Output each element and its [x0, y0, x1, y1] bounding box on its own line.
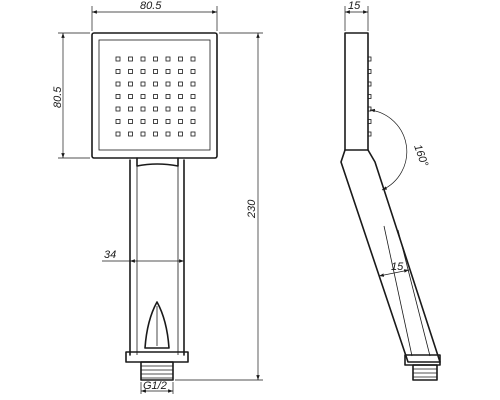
nozzle: [178, 69, 183, 74]
side-nozzle: [367, 94, 372, 99]
nozzle: [153, 119, 158, 124]
nozzle: [165, 94, 171, 99]
dim-thread: G1/2: [143, 380, 167, 392]
side-thread: [412, 364, 438, 381]
head-face: [98, 39, 211, 151]
nozzle: [140, 81, 146, 87]
nozzle: [128, 69, 133, 74]
nozzle: [153, 56, 158, 62]
nozzle: [128, 56, 133, 62]
nozzle: [165, 106, 171, 112]
nozzle: [153, 94, 158, 99]
dim-handle-thickness: 15: [391, 261, 404, 273]
nozzle: [128, 94, 133, 99]
head-outline: [91, 32, 218, 159]
nozzle: [178, 94, 183, 99]
nozzle: [153, 69, 158, 74]
nozzle: [190, 119, 196, 124]
nozzle: [140, 119, 146, 124]
nozzle: [140, 106, 146, 112]
handle-body: [129, 159, 185, 356]
nozzle: [165, 131, 171, 137]
dim-handle-width: 34: [104, 249, 116, 261]
dim-total-length: 230: [246, 199, 258, 219]
front-view: 80.5 80.5 230 34 G1/2: [52, 0, 263, 394]
handle-inner-lines: [136, 166, 179, 355]
nozzle: [128, 106, 133, 112]
nozzle: [165, 119, 171, 124]
nozzle: [140, 56, 146, 62]
nozzle: [190, 106, 196, 112]
nozzle: [153, 131, 158, 137]
side-nozzle: [367, 81, 372, 87]
nozzle: [115, 106, 121, 112]
nozzle: [128, 119, 133, 124]
nozzle: [153, 81, 158, 87]
dim-angle: 160°: [411, 143, 430, 169]
nozzle: [190, 94, 196, 99]
dim-side-thickness: 15: [348, 0, 361, 12]
nozzle: [128, 131, 133, 137]
nozzle: [140, 69, 146, 74]
side-nozzle: [367, 56, 372, 62]
dim-head-height: 80.5: [52, 86, 64, 108]
side-view: 15 160° 15: [340, 0, 441, 381]
side-nozzle: [367, 69, 372, 74]
nozzle: [140, 131, 146, 137]
nozzle: [190, 69, 196, 74]
nozzle: [115, 69, 121, 74]
nozzle: [178, 131, 183, 137]
nozzle: [190, 56, 196, 62]
nozzle: [128, 81, 133, 87]
nozzle: [178, 56, 183, 62]
nozzle: [115, 119, 121, 124]
nozzle: [115, 56, 121, 62]
side-collar: [404, 354, 441, 366]
nozzle: [115, 81, 121, 87]
nozzle: [178, 119, 183, 124]
nozzle: [165, 56, 171, 62]
drop-detail: [144, 301, 170, 349]
side-head: [344, 32, 369, 151]
nozzle: [140, 94, 146, 99]
nozzle: [190, 131, 196, 137]
nozzle: [178, 106, 183, 112]
nozzle-grid: [115, 56, 196, 137]
handle-collar: [125, 351, 189, 363]
nozzle: [115, 131, 121, 137]
nozzle: [190, 81, 196, 87]
handle-neck: [136, 157, 179, 167]
dim-head-width: 80.5: [140, 0, 162, 12]
thread-connector: [140, 361, 174, 381]
nozzle: [165, 81, 171, 87]
nozzle: [115, 94, 121, 99]
nozzle: [165, 69, 171, 74]
nozzle: [178, 81, 183, 87]
nozzle: [153, 106, 158, 112]
